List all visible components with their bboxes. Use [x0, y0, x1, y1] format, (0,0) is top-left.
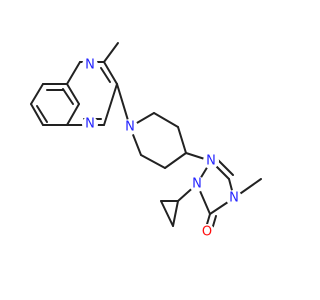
- bond: [103, 61, 118, 85]
- bond: [177, 126, 187, 154]
- atom-label: N: [125, 120, 135, 135]
- bond: [66, 61, 81, 85]
- atom-label: N: [229, 191, 239, 206]
- bond: [100, 67, 111, 83]
- bond: [62, 88, 74, 105]
- atom-label-layer: N N N N N N O: [82, 57, 242, 240]
- bond: [30, 103, 44, 126]
- atom-n-piperidine: N: [122, 119, 138, 135]
- bond: [103, 83, 118, 126]
- bond: [30, 83, 44, 105]
- atom-label: N: [206, 154, 216, 169]
- atom-n-triazole-2: N: [226, 190, 242, 206]
- atom-o-carbonyl: O: [199, 224, 215, 240]
- bond-layer: [30, 42, 262, 234]
- atom-n-quinox-top: N: [82, 57, 98, 73]
- atom-n-quinox-bottom: N: [82, 116, 98, 132]
- atom-n-triazole-1: N: [203, 153, 219, 169]
- bond: [103, 42, 119, 63]
- bond: [164, 152, 187, 169]
- molecule-structure: N N N N N N O: [30, 42, 262, 240]
- bond: [140, 154, 166, 169]
- atom-label: N: [85, 58, 95, 73]
- atom-label: O: [202, 225, 212, 240]
- bond: [160, 200, 174, 227]
- atom-label: N: [192, 177, 202, 192]
- bond: [66, 83, 80, 105]
- bond: [172, 200, 179, 227]
- bond: [66, 103, 80, 126]
- bond: [36, 105, 48, 123]
- atom-label: N: [85, 117, 95, 132]
- bond: [153, 112, 179, 128]
- atom-n-triazole-4: N: [189, 176, 205, 192]
